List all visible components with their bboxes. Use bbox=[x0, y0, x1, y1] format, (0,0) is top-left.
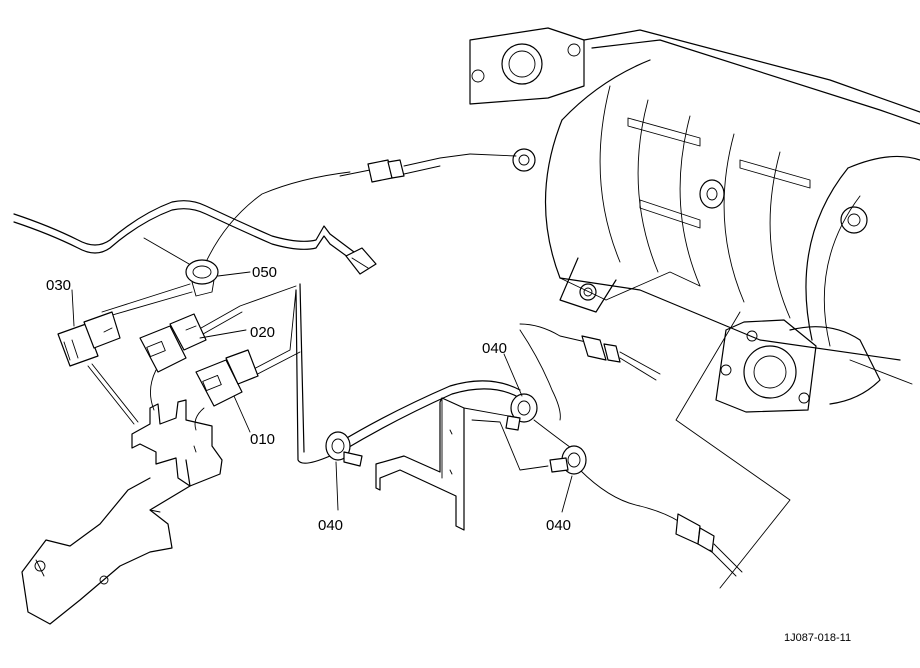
exhaust-canister bbox=[469, 27, 920, 413]
bracket-center bbox=[375, 397, 549, 531]
pointer-arrows bbox=[87, 363, 205, 431]
clamp-040-left bbox=[325, 431, 363, 467]
label-010: 010 bbox=[250, 431, 275, 448]
clamp-040-top bbox=[505, 393, 538, 431]
sensor-lines bbox=[295, 283, 575, 464]
label-030: 030 bbox=[46, 277, 71, 294]
connector-030 bbox=[57, 311, 121, 367]
label-040-right: 040 bbox=[546, 517, 571, 534]
clamp-050 bbox=[185, 259, 219, 297]
sensor-connector-end bbox=[345, 247, 377, 275]
temp-sensor-bottom bbox=[579, 469, 743, 577]
clamp-040-right bbox=[549, 445, 587, 475]
temp-sensor-top bbox=[339, 153, 517, 183]
reference-code: 1J087-018-11 bbox=[784, 632, 851, 644]
label-020: 020 bbox=[250, 324, 275, 341]
leader-lines bbox=[71, 271, 573, 513]
callout-box bbox=[559, 271, 791, 589]
wiring-harness bbox=[13, 171, 355, 379]
temp-sensor-middle bbox=[519, 323, 661, 381]
label-050: 050 bbox=[252, 264, 277, 281]
label-040-top: 040 bbox=[482, 340, 507, 357]
label-040-left: 040 bbox=[318, 517, 343, 534]
connector-020 bbox=[139, 313, 207, 373]
connector-010 bbox=[195, 349, 259, 407]
bracket-left bbox=[21, 399, 223, 625]
